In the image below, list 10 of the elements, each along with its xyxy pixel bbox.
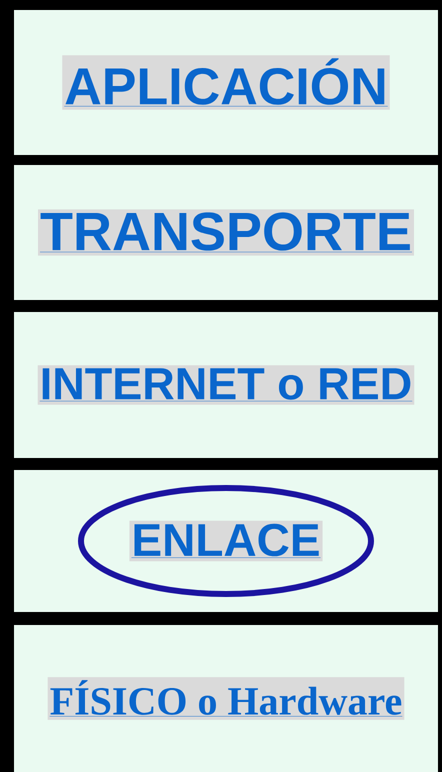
layer-label: TRANSPORTE (38, 209, 414, 256)
layer-label: INTERNET o RED (38, 365, 414, 405)
highlight-ellipse (78, 485, 374, 597)
layer-band (14, 165, 438, 300)
layer-label: APLICACIÓN (62, 55, 390, 110)
layer-band (14, 625, 438, 772)
layer-label: FÍSICO o Hardware (48, 677, 404, 720)
layer-band (14, 312, 438, 458)
layer-band (14, 10, 438, 155)
layer-label: ENLACE (129, 520, 323, 562)
